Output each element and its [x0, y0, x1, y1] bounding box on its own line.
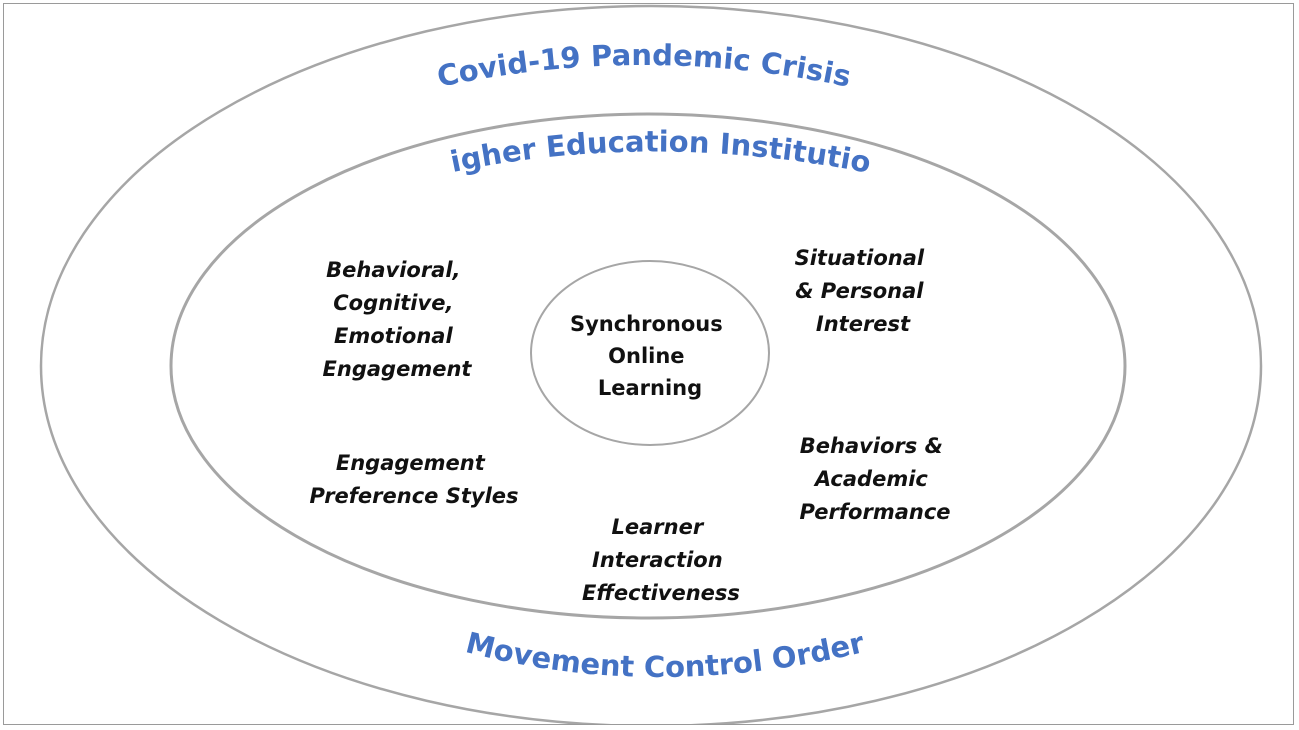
- factor-line: Academic: [813, 467, 929, 491]
- core-circle: [530, 260, 770, 446]
- factor-line: Interest: [816, 312, 911, 336]
- factor-line: Situational: [795, 246, 925, 270]
- core-line: Synchronous: [570, 312, 723, 336]
- factor-line: Effectiveness: [582, 581, 740, 605]
- factor-line: Engagement: [336, 451, 486, 475]
- core-line: Online: [608, 344, 684, 368]
- factor-line: Cognitive,: [333, 291, 453, 315]
- factor-line: Behavioral,: [326, 258, 460, 282]
- outer-ellipse: [39, 4, 1263, 724]
- factor-line: Interaction: [592, 548, 723, 572]
- factor-line: & Personal: [795, 279, 924, 303]
- diagram-frame: Covid-19 Pandemic Crisis Higher Educatio…: [3, 3, 1294, 725]
- institution-title: Higher Education Institution: [4, 4, 874, 180]
- factor-engagement: Behavioral, Cognitive, Emotional Engagem…: [323, 258, 473, 381]
- factor-line: Learner: [611, 515, 704, 539]
- core-line: Learning: [598, 376, 702, 400]
- outer-context-title: Covid-19 Pandemic Crisis: [434, 38, 854, 94]
- factor-interest: Situational & Personal Interest: [795, 246, 932, 336]
- factor-performance: Behaviors & Academic Performance: [799, 434, 950, 524]
- factor-line: Behaviors &: [800, 434, 943, 458]
- institution-ellipse: [169, 112, 1127, 620]
- factor-line: Engagement: [323, 357, 473, 381]
- ecosystem-diagram: Covid-19 Pandemic Crisis Higher Educatio…: [4, 4, 1263, 724]
- factor-line: Performance: [799, 500, 950, 524]
- factor-line: Preference Styles: [309, 484, 518, 508]
- factor-line: Emotional: [334, 324, 453, 348]
- factor-preference: Engagement Preference Styles: [309, 451, 518, 508]
- core-label: Synchronous Online Learning: [570, 312, 730, 400]
- outer-context-bottom-title: Movement Control Order: [463, 625, 868, 684]
- factor-interaction: Learner Interaction Effectiveness: [582, 515, 740, 605]
